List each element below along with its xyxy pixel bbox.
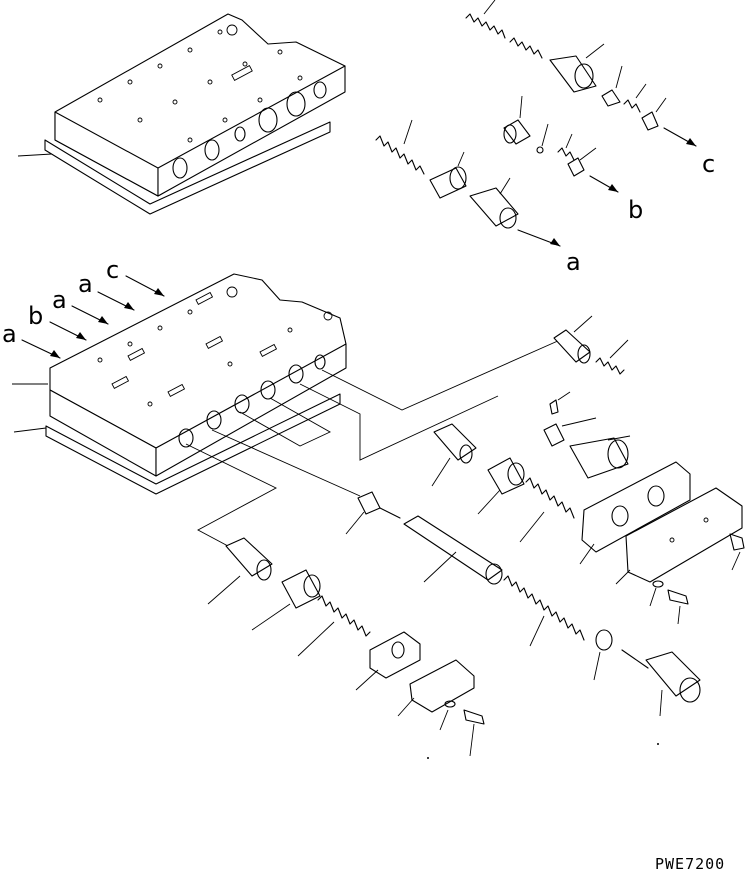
upper-valve-body — [17, 13, 346, 215]
flow-label-b: b — [628, 196, 643, 224]
port-label-a-1: a — [2, 320, 17, 348]
figure-code: PWE7200 — [655, 855, 725, 873]
flow-label-c: c — [702, 150, 715, 178]
upper-valve-parts — [375, 0, 697, 247]
port-label-c: c — [106, 256, 119, 284]
port-label-b: b — [28, 302, 43, 330]
port-label-a-3: a — [78, 270, 93, 298]
port-label-a-2: a — [52, 286, 67, 314]
port-arrows — [21, 275, 165, 359]
flow-label-a: a — [566, 248, 581, 276]
lower-valve-parts — [207, 315, 745, 759]
assembly-lines — [185, 339, 561, 547]
lower-valve-body — [12, 273, 347, 495]
